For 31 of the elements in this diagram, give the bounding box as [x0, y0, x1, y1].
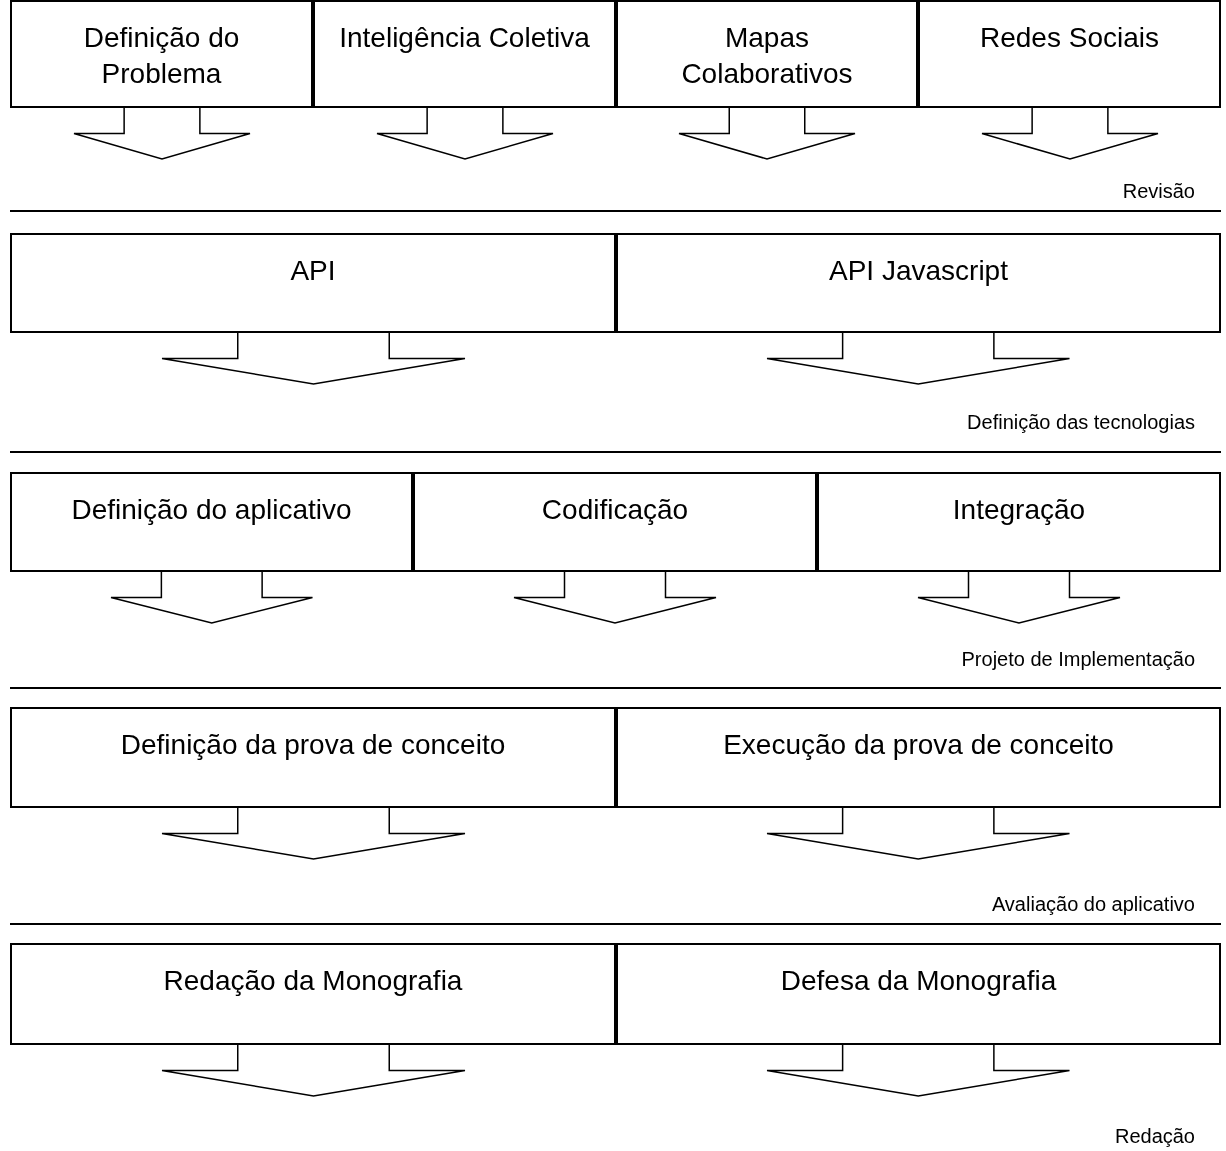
box-label: Definição do Problema: [82, 21, 241, 91]
box-label: Redes Sociais: [979, 21, 1160, 55]
box-label: API: [289, 254, 337, 288]
process-box: [313, 0, 616, 108]
phase-label: Redação: [1114, 1125, 1195, 1148]
box-label: Definição da prova de conceito: [119, 728, 507, 762]
process-box: [413, 472, 817, 572]
phase-label: Definição das tecnologias: [967, 411, 1195, 434]
box-label: Definição do aplicativo: [70, 493, 353, 527]
box-label: Redação da Monografia: [162, 964, 464, 998]
process-box: [10, 707, 616, 808]
process-box: [616, 233, 1221, 333]
box-label: Execução da prova de conceito: [722, 728, 1115, 762]
process-box: [817, 472, 1221, 572]
box-label: Integração: [951, 493, 1087, 527]
phase-label: Projeto de Implementação: [961, 648, 1195, 671]
process-box: [10, 943, 616, 1045]
process-box: [616, 943, 1221, 1045]
box-label: Mapas Colaborativos: [680, 21, 854, 91]
box-label: Inteligência Coletiva: [338, 21, 591, 55]
process-box: [10, 233, 616, 333]
process-box: [10, 0, 313, 108]
phase-label: Revisão: [1122, 180, 1195, 203]
process-box: [918, 0, 1221, 108]
box-label: API Javascript: [828, 254, 1009, 288]
box-label: Codificação: [540, 493, 690, 527]
process-box: [10, 472, 413, 572]
process-box: [616, 707, 1221, 808]
box-label: Defesa da Monografia: [779, 964, 1058, 998]
phase-label: Avaliação do aplicativo: [991, 893, 1195, 916]
process-box: [616, 0, 918, 108]
